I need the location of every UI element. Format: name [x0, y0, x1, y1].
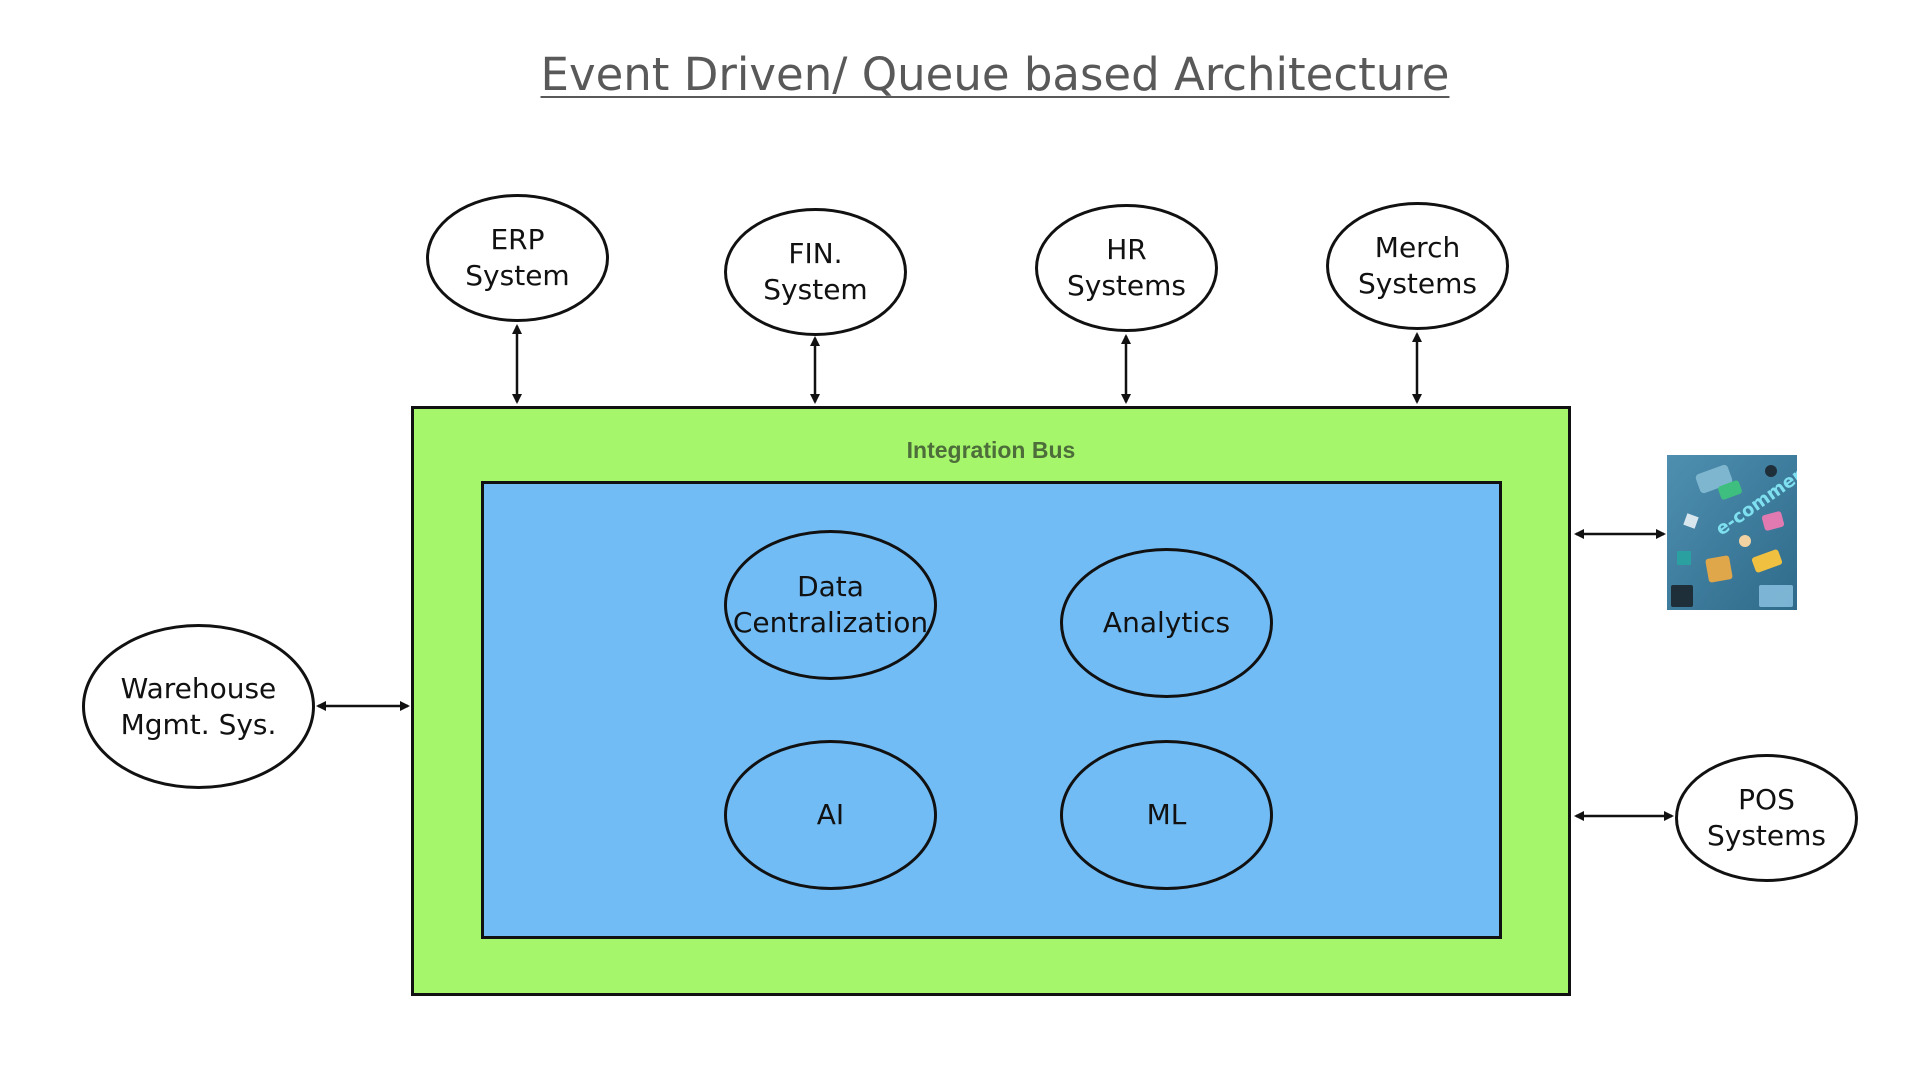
hr-systems-label: HR Systems — [1067, 233, 1186, 302]
pos-systems-node: POS Systems — [1675, 754, 1858, 882]
ml-label: ML — [1146, 798, 1187, 831]
integration-bus-label: Integration Bus — [906, 437, 1076, 463]
erp-system-label: ERP System — [465, 223, 570, 292]
ai-node: AI — [724, 740, 937, 890]
ecommerce-image: e-commerce — [1667, 455, 1797, 610]
diagram-title: Event Driven/ Queue based Architecture — [540, 48, 1450, 101]
hr-systems-node: HR Systems — [1035, 204, 1218, 332]
data-centralization-label: Data Centralization — [732, 570, 929, 639]
merch-systems-node: Merch Systems — [1326, 202, 1509, 330]
ml-node: ML — [1060, 740, 1273, 890]
merch-systems-label: Merch Systems — [1358, 231, 1477, 300]
fin-system-node: FIN. System — [724, 208, 907, 336]
ai-label: AI — [816, 798, 845, 831]
erp-system-node: ERP System — [426, 194, 609, 322]
core-services-area — [481, 481, 1502, 939]
data-centralization-node: Data Centralization — [724, 530, 937, 680]
analytics-node: Analytics — [1060, 548, 1273, 698]
pos-systems-label: POS Systems — [1707, 783, 1826, 852]
fin-system-label: FIN. System — [763, 237, 868, 306]
ecommerce-illustration-icon: e-commerce — [1667, 455, 1797, 610]
analytics-label: Analytics — [1102, 606, 1231, 639]
warehouse-mgmt-node: Warehouse Mgmt. Sys. — [82, 624, 315, 789]
warehouse-mgmt-label: Warehouse Mgmt. Sys. — [120, 671, 277, 741]
